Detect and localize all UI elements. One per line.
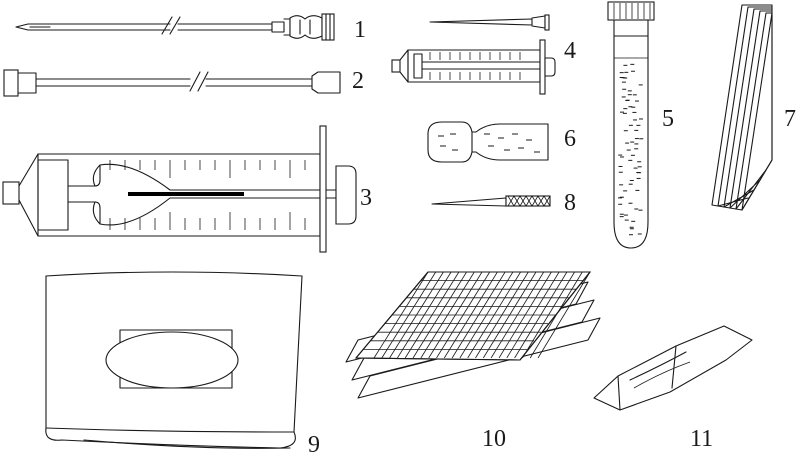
- label-8: 8: [564, 190, 576, 216]
- label-7: 7: [784, 106, 796, 132]
- large-syringe: [2, 125, 357, 253]
- gauze-pads: [345, 271, 601, 399]
- drape: [45, 271, 303, 449]
- spinal-needle: [15, 13, 335, 41]
- label-1: 1: [354, 17, 366, 43]
- label-10: 10: [482, 426, 506, 452]
- small-needle: [429, 14, 550, 31]
- label-5: 5: [662, 106, 674, 132]
- label-4: 4: [564, 38, 576, 64]
- adhesive-bandage: [593, 325, 753, 411]
- small-syringe: [391, 39, 556, 95]
- label-2: 2: [352, 68, 364, 94]
- gauze-weave-line: [537, 271, 591, 359]
- label-9: 9: [308, 432, 320, 456]
- label-11: 11: [690, 426, 713, 452]
- test-tube: [607, 1, 655, 249]
- filter-brush: [431, 195, 551, 207]
- stylet: [3, 69, 341, 97]
- label-3: 3: [360, 185, 372, 211]
- slide-stack: [711, 4, 773, 211]
- label-6: 6: [564, 126, 576, 152]
- ampoule: [427, 121, 549, 163]
